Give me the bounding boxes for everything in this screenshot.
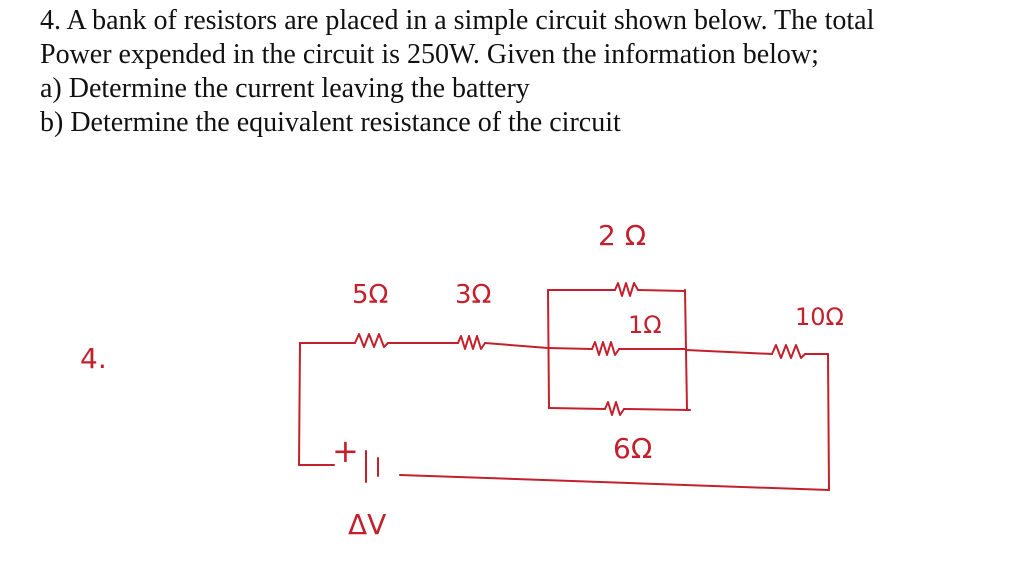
- wire-bottom: [399, 474, 830, 491]
- resistor-3-ohm-symbol: [457, 335, 486, 350]
- resistor-3-ohm-label: 3Ω: [455, 280, 491, 310]
- resistor-5-ohm-label: 5Ω: [352, 280, 388, 310]
- wire-branch-top-right: [637, 289, 686, 292]
- battery-voltage-label: ΔV: [348, 508, 386, 541]
- resistor-5-ohm-symbol: [354, 333, 389, 348]
- wire-right-vertical: [827, 353, 830, 491]
- resistor-1-ohm-label: 1Ω: [628, 311, 662, 339]
- problem-part-a: a) Determine the current leaving the bat…: [40, 73, 530, 104]
- wire-branch-mid: [547, 347, 593, 350]
- wire-branch-bottom: [548, 407, 606, 410]
- resistor-1-ohm-symbol: [591, 341, 620, 356]
- resistor-6-ohm-symbol: [604, 401, 625, 416]
- problem-line-1: 4. A bank of resistors are placed in a s…: [40, 5, 875, 36]
- resistor-6-ohm-label: 6Ω: [613, 432, 652, 465]
- wire-3-to-junction: [484, 342, 549, 349]
- problem-part-b: b) Determine the equivalent resistance o…: [40, 107, 621, 138]
- problem-line-2: Power expended in the circuit is 250W. G…: [40, 39, 819, 70]
- battery-polarity-label: +: [332, 432, 359, 470]
- wire-to-10: [685, 349, 773, 355]
- wire-branch-bottom-right: [623, 408, 691, 411]
- resistor-2-ohm-symbol: [614, 282, 639, 297]
- wire-left-vertical: [298, 342, 301, 466]
- resistor-10-ohm-symbol: [771, 344, 806, 359]
- resistor-2-ohm-label: 2 Ω: [598, 219, 646, 252]
- problem-statement: 4. A bank of resistors are placed in a s…: [40, 4, 1010, 140]
- question-number-label: 4.: [80, 342, 107, 375]
- resistor-10-ohm-label: 10Ω: [795, 303, 844, 331]
